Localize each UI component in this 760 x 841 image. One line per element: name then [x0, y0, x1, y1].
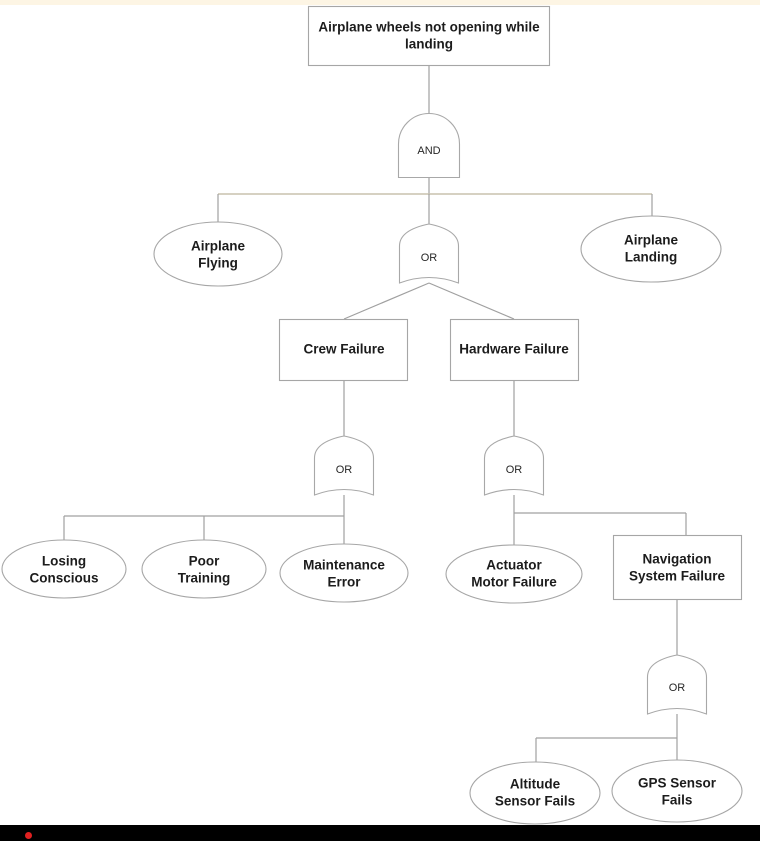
node-losing-conscious-line2: Conscious: [29, 571, 98, 586]
node-top-event-line1: Airplane wheels not opening while: [318, 20, 540, 35]
node-navigation-system-failure-line2: System Failure: [629, 569, 726, 584]
bottom-status-bar: [0, 825, 760, 841]
node-actuator-motor-failure-line2: Motor Failure: [471, 575, 557, 590]
node-airplane-landing[interactable]: Airplane Landing: [580, 215, 722, 283]
node-maintenance-error-line2: Error: [327, 575, 361, 590]
gate-and-primary-label: AND: [417, 145, 440, 157]
node-altitude-sensor-fails-line1: Altitude: [510, 777, 561, 792]
node-losing-conscious[interactable]: Losing Conscious: [1, 539, 127, 599]
node-gps-sensor-fails-line2: Fails: [662, 793, 693, 808]
top-accent-strip: [0, 0, 760, 5]
node-navigation-system-failure[interactable]: Navigation System Failure: [612, 534, 743, 601]
gate-or-hardware-label: OR: [506, 464, 523, 476]
node-actuator-motor-failure-line1: Actuator: [486, 558, 542, 573]
gate-and-primary[interactable]: AND: [397, 113, 461, 179]
edge-or1-to-crew: [343, 282, 430, 320]
node-maintenance-error-line1: Maintenance: [303, 558, 385, 573]
node-gps-sensor-fails[interactable]: GPS Sensor Fails: [611, 759, 743, 823]
node-altitude-sensor-fails[interactable]: Altitude Sensor Fails: [469, 761, 601, 825]
node-gps-sensor-fails-line1: GPS Sensor: [638, 776, 717, 791]
node-crew-failure-label: Crew Failure: [303, 342, 385, 357]
node-poor-training-line1: Poor: [189, 554, 220, 569]
node-hardware-failure[interactable]: Hardware Failure: [449, 318, 580, 382]
gate-or-crew-label: OR: [336, 464, 353, 476]
node-airplane-landing-line1: Airplane: [624, 233, 679, 248]
gate-or-primary[interactable]: OR: [398, 223, 460, 284]
node-navigation-system-failure-line1: Navigation: [642, 552, 711, 567]
node-airplane-flying-line2: Flying: [198, 256, 238, 271]
node-losing-conscious-line1: Losing: [42, 554, 86, 569]
node-altitude-sensor-fails-line2: Sensor Fails: [495, 794, 575, 809]
node-top-event-line2: landing: [405, 37, 453, 52]
node-top-event[interactable]: Airplane wheels not opening while landin…: [307, 5, 551, 67]
edge-or1-to-hardware: [428, 282, 515, 320]
node-airplane-landing-line2: Landing: [625, 250, 678, 265]
gate-or-crew[interactable]: OR: [313, 435, 375, 496]
node-poor-training-line2: Training: [178, 571, 231, 586]
recording-indicator-icon: [25, 832, 32, 839]
node-airplane-flying-line1: Airplane: [191, 239, 246, 254]
node-crew-failure[interactable]: Crew Failure: [278, 318, 409, 382]
node-airplane-flying[interactable]: Airplane Flying: [153, 221, 283, 287]
gate-or-navigation[interactable]: OR: [646, 654, 708, 715]
node-hardware-failure-label: Hardware Failure: [459, 342, 569, 357]
gate-or-navigation-label: OR: [669, 682, 686, 694]
gate-or-hardware[interactable]: OR: [483, 435, 545, 496]
node-actuator-motor-failure[interactable]: Actuator Motor Failure: [445, 544, 583, 604]
gate-or-primary-label: OR: [421, 252, 438, 264]
node-poor-training[interactable]: Poor Training: [141, 539, 267, 599]
node-maintenance-error[interactable]: Maintenance Error: [279, 543, 409, 603]
